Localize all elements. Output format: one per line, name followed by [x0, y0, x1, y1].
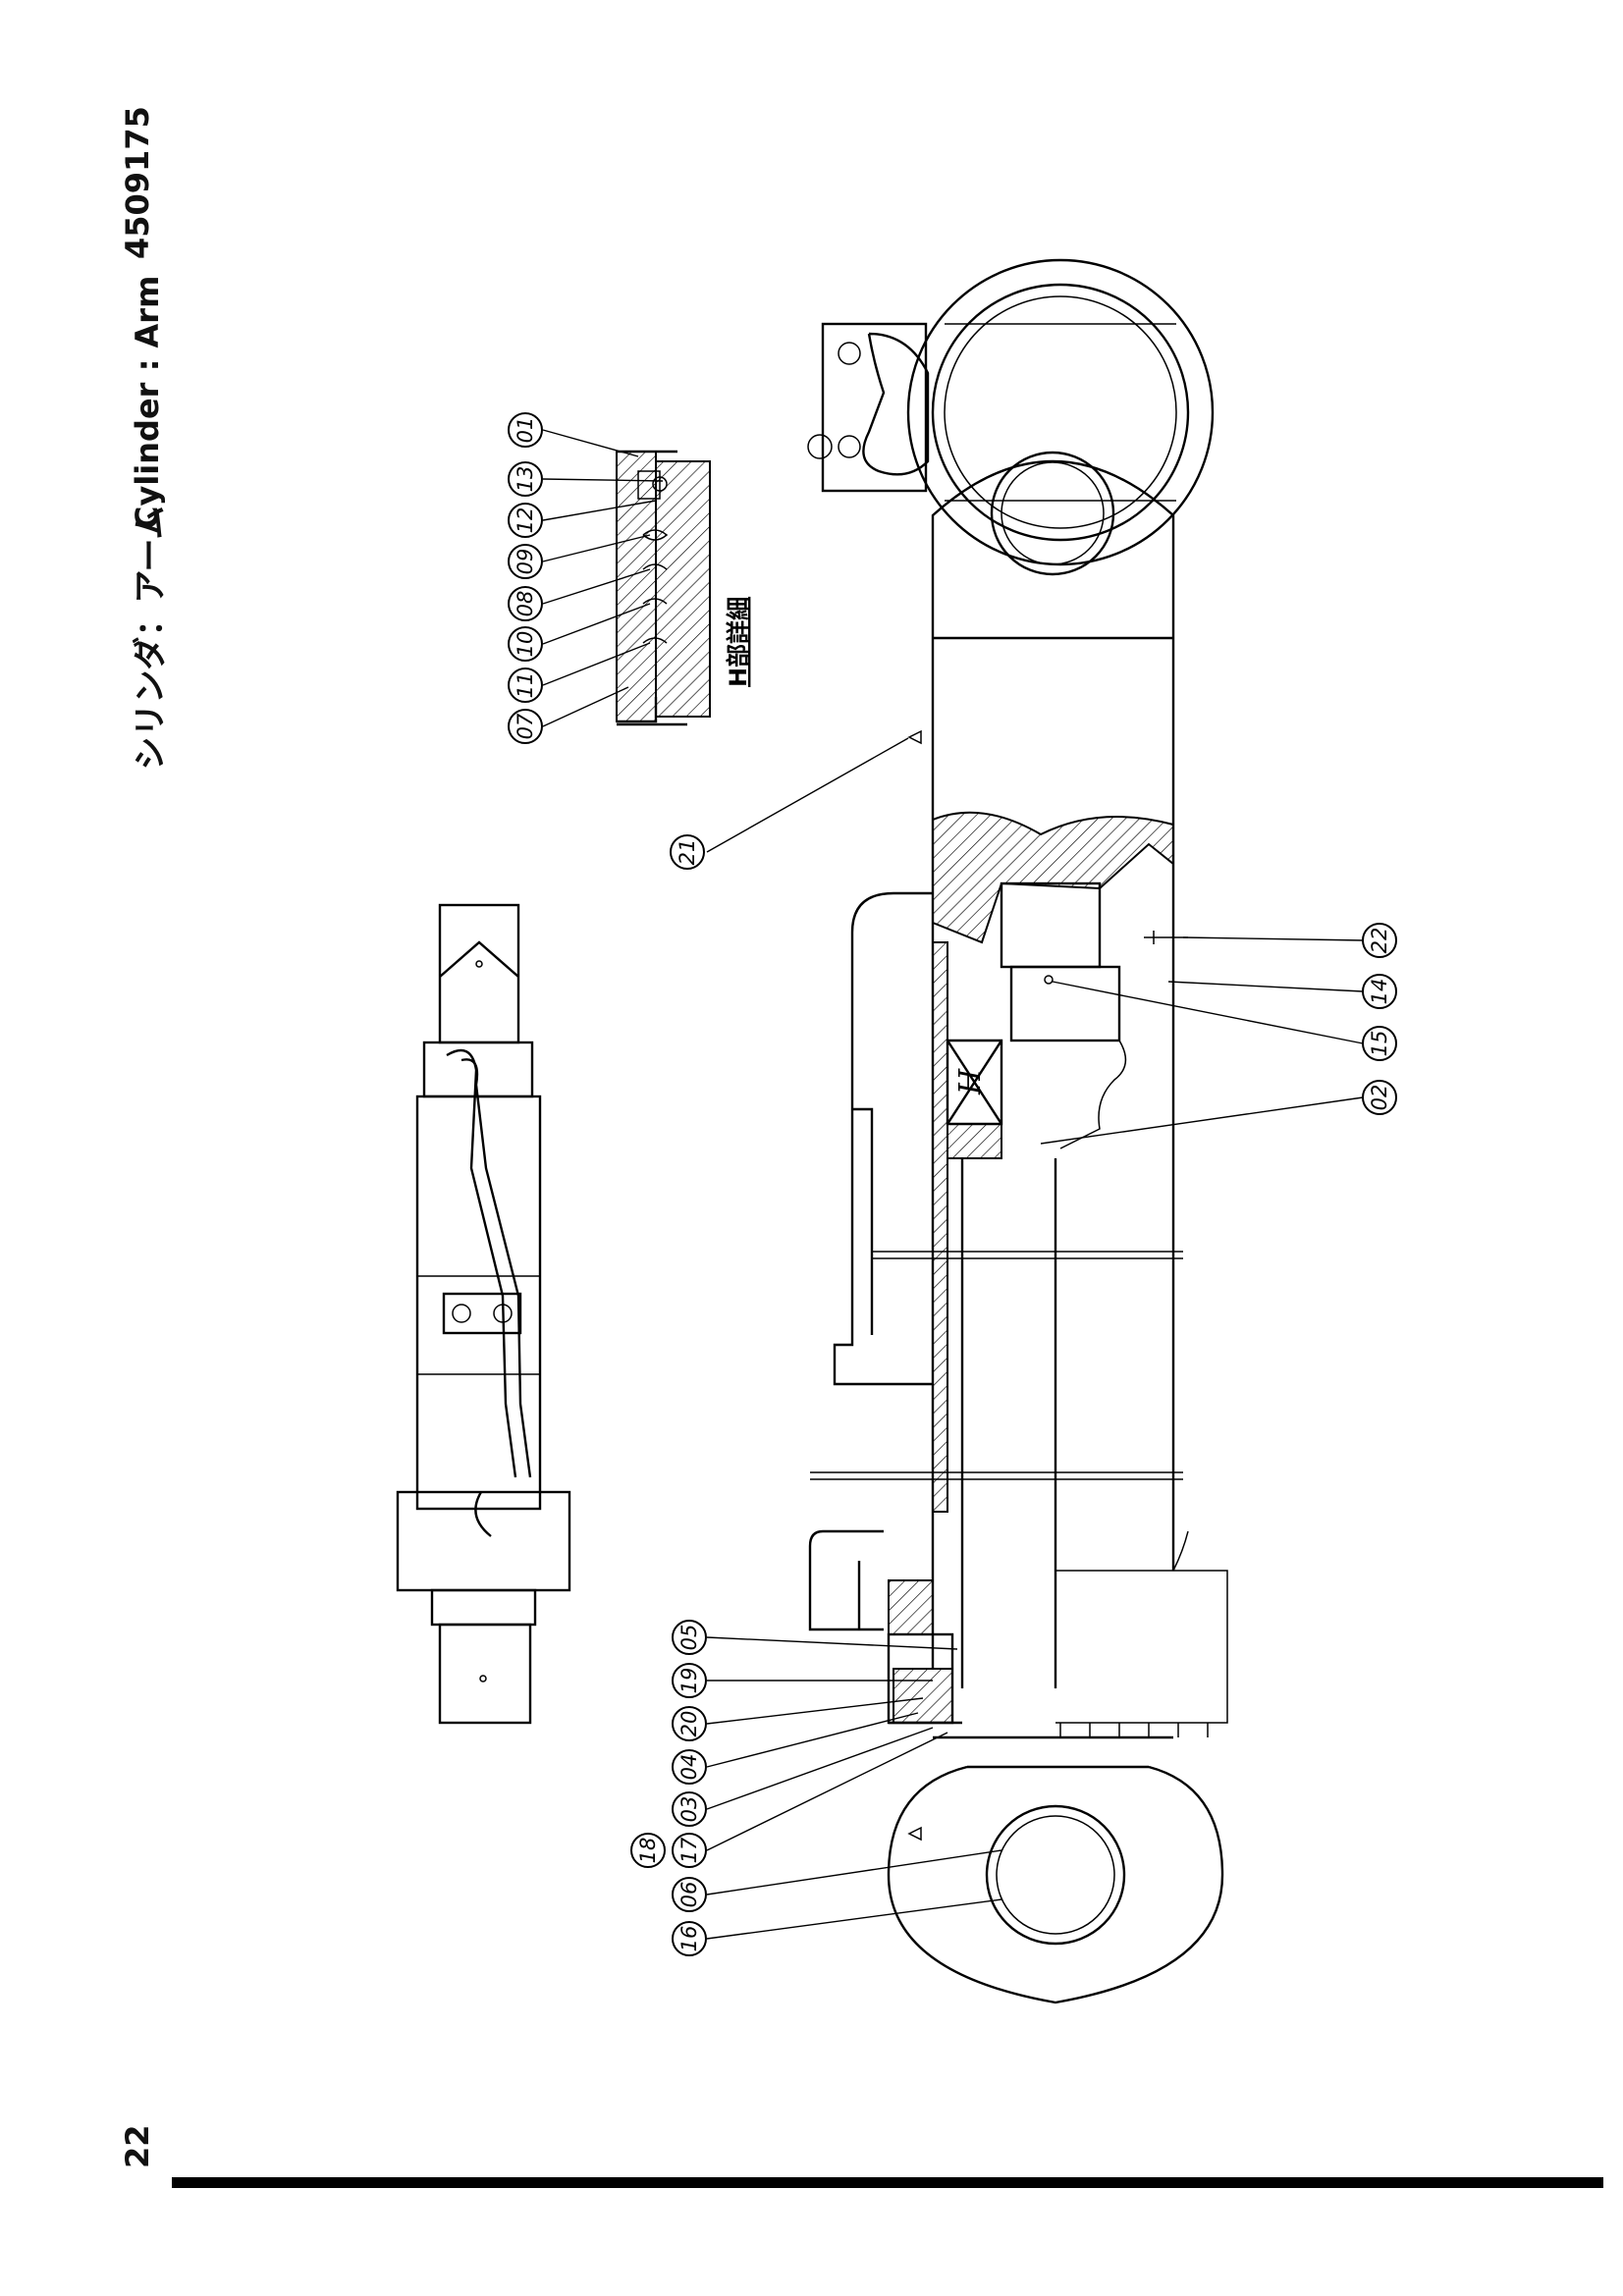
svg-text:19: 19 — [677, 1668, 701, 1694]
svg-text:11: 11 — [514, 672, 537, 699]
callout-22: 22 — [1362, 923, 1397, 958]
svg-text:03: 03 — [677, 1796, 701, 1823]
callout-09: 09 — [508, 544, 543, 579]
svg-text:05: 05 — [677, 1625, 701, 1651]
svg-text:21: 21 — [676, 839, 699, 866]
callout-01: 01 — [508, 412, 543, 448]
callout-04: 04 — [672, 1749, 707, 1785]
svg-text:01: 01 — [514, 417, 537, 444]
callout-10: 10 — [508, 626, 543, 662]
callout-15: 15 — [1362, 1026, 1397, 1061]
callout-17: 17 — [672, 1833, 707, 1868]
h-marker: H — [953, 1068, 988, 1095]
svg-text:20: 20 — [677, 1711, 701, 1737]
h-detail-section: H部詳細 — [616, 450, 752, 726]
svg-text:17: 17 — [677, 1837, 701, 1863]
callout-11: 11 — [508, 667, 543, 703]
callout-03: 03 — [672, 1791, 707, 1827]
svg-text:06: 06 — [677, 1882, 701, 1908]
rod-top-view — [396, 903, 571, 1725]
footer-rule — [172, 2177, 1603, 2188]
callout-05: 05 — [672, 1620, 707, 1655]
svg-text:09: 09 — [514, 549, 537, 575]
svg-text:10: 10 — [514, 631, 537, 658]
callout-12: 12 — [508, 503, 543, 538]
svg-text:13: 13 — [514, 466, 537, 493]
svg-text:16: 16 — [677, 1926, 701, 1952]
callout-21: 21 — [670, 834, 705, 870]
callout-13: 13 — [508, 461, 543, 497]
callout-06: 06 — [672, 1877, 707, 1912]
svg-text:12: 12 — [514, 507, 537, 534]
svg-text:02: 02 — [1368, 1085, 1391, 1111]
callout-14: 14 — [1362, 974, 1397, 1009]
svg-text:07: 07 — [514, 713, 537, 739]
cylinder-main-view: H — [808, 451, 1228, 2004]
callout-07: 07 — [508, 709, 543, 744]
callout-02: 02 — [1362, 1080, 1397, 1115]
h-detail-label: H部詳細 — [725, 597, 752, 687]
callout-18: 18 — [630, 1833, 666, 1868]
callout-16: 16 — [672, 1921, 707, 1956]
callout-08: 08 — [508, 586, 543, 621]
svg-text:04: 04 — [677, 1754, 701, 1781]
callout-19: 19 — [672, 1663, 707, 1698]
svg-text:15: 15 — [1368, 1031, 1391, 1057]
svg-text:22: 22 — [1368, 928, 1391, 954]
callout-leaders — [542, 429, 1364, 1896]
callout-20: 20 — [672, 1706, 707, 1741]
cylinder-end-view — [807, 258, 1215, 566]
svg-text:18: 18 — [636, 1838, 660, 1864]
svg-text:14: 14 — [1368, 979, 1391, 1005]
svg-text:08: 08 — [514, 591, 537, 617]
